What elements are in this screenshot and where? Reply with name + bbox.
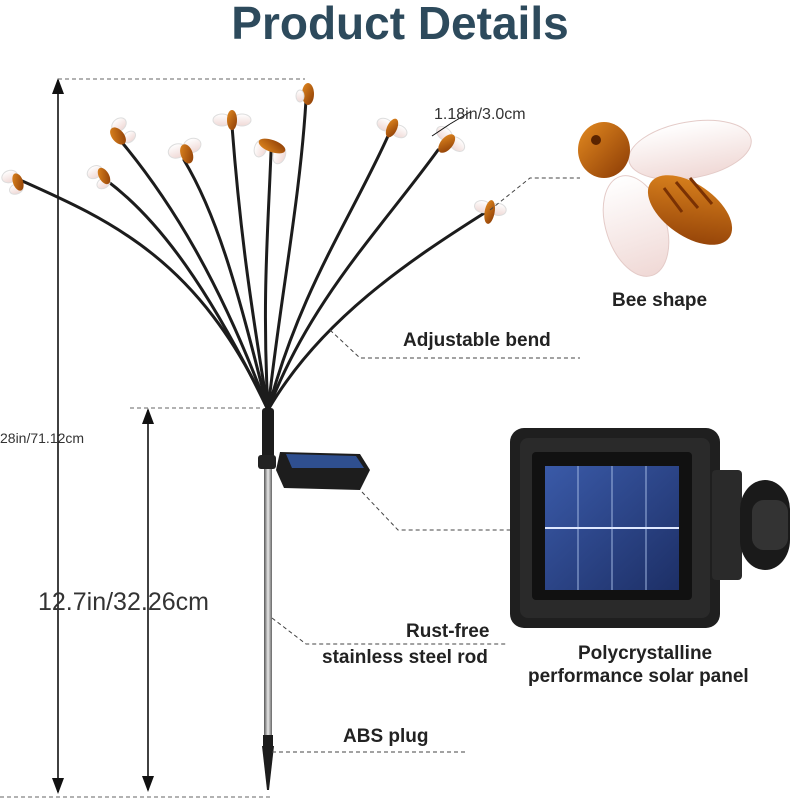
callout-leaders [271,177,580,753]
page-title: Product Details [231,0,569,49]
bee-size-dimension [431,111,471,137]
bee-shape-label: Bee shape [612,290,708,311]
stake-height-label: 12.7in/32.26cm [38,588,209,616]
solar-label-line2: performance solar panel [528,666,749,687]
adjustable-bend-label: Adjustable bend [403,330,551,351]
light-stems [18,98,488,412]
total-height-label: 28in/71.12cm [0,430,85,446]
stake-height-dimension [130,407,262,792]
solar-panel-detail [510,428,790,628]
abs-plug-label: ABS plug [343,726,429,747]
rod-label-line1: Rust-free [406,621,490,642]
stake-assembly [258,408,370,790]
bee-shape-detail [578,119,752,277]
bee-lights [1,83,507,224]
bee-size-label: 1.18in/3.0cm [434,106,526,123]
solar-label-line1: Polycrystalline [578,643,713,664]
rod-label-line2: stainless steel rod [322,647,488,668]
